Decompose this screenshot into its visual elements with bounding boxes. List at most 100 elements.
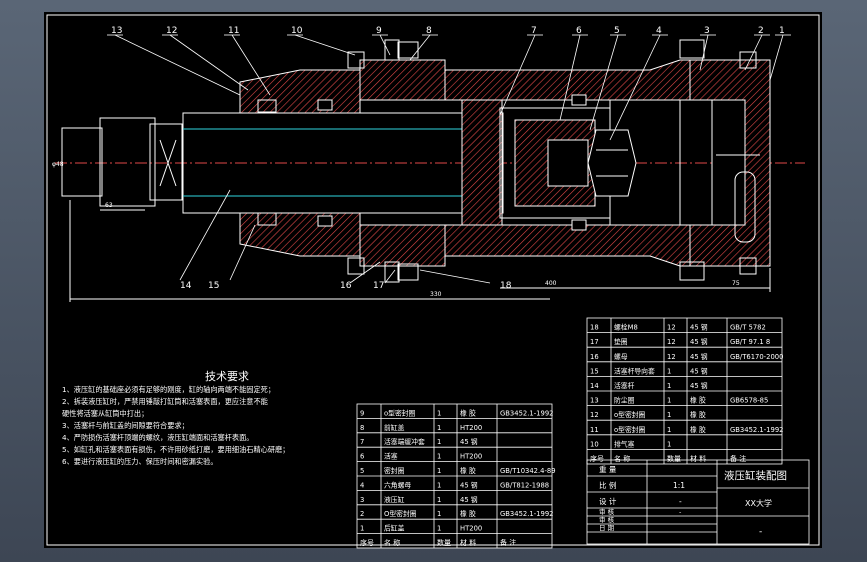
requirement-line: 6、要进行液压缸的压力、保压时间和密漏实验。 — [62, 457, 218, 466]
bom-header-qty: 数量 — [667, 454, 681, 463]
bom-cell-qty: 1 — [437, 424, 441, 432]
oil-port — [734, 171, 756, 243]
sheet-border — [46, 14, 820, 546]
bom-cell-mat: HT200 — [460, 424, 482, 432]
bom-cell-no: 15 — [590, 367, 599, 375]
bom-cell-name: 六角螺母 — [384, 480, 411, 489]
balloon-15: 15 — [208, 281, 219, 291]
bom-cell-no: 13 — [590, 397, 599, 405]
bom-cell-no: 10 — [590, 440, 599, 448]
balloon-9: 9 — [376, 26, 382, 36]
bom-header-no: 序号 — [590, 454, 604, 463]
bolt-top-left — [347, 51, 365, 69]
technical-requirements: 技术要求 1、液压缸的基础座必须有足够的刚度，缸的轴向两端不能固定死； 2、拆装液… — [62, 370, 289, 466]
requirement-line: 2、拆装液压缸时，严禁用锤敲打缸筒和活塞表面，更应注意不能 — [62, 397, 268, 406]
bom-cell-mat: 橡 胶 — [460, 408, 476, 417]
balloon-3: 3 — [704, 26, 710, 36]
dim-mid: 400 — [545, 280, 557, 287]
balloon-13: 13 — [111, 26, 122, 36]
school-name: XX大学 — [745, 498, 772, 508]
bom-cell-no: 5 — [360, 467, 364, 475]
bom-header-mat: 材 料 — [460, 538, 476, 547]
bom-cell-qty: 1 — [437, 525, 441, 533]
balloon-11: 11 — [228, 26, 239, 36]
balloon-4: 4 — [656, 26, 662, 36]
balloon-12: 12 — [166, 26, 177, 36]
front-flange-bottom — [359, 224, 446, 267]
bom-cell-name: 螺母 — [614, 352, 628, 361]
bom-cell-qty: 1 — [667, 382, 671, 390]
bom-cell-name: 活塞端缓冲套 — [384, 437, 425, 446]
bom-cell-name: 液压缸 — [384, 495, 405, 504]
dim-left: 63 — [105, 202, 113, 209]
bom-cell-mat: HT200 — [460, 525, 482, 533]
bom-cell-std: GB/T 97.1 8 — [730, 338, 770, 346]
barrel-bottom — [444, 224, 721, 267]
dim-total: 330 — [430, 291, 442, 298]
bom-cell-mat: 橡 胶 — [690, 396, 706, 405]
bom-cell-mat: 45 钢 — [690, 366, 708, 375]
balloon-6: 6 — [576, 26, 582, 36]
bom-cell-mat: HT200 — [460, 453, 482, 461]
rod-thread-end — [61, 127, 103, 197]
bom-cell-mat: 45 钢 — [690, 323, 708, 332]
bom-cell-qty: 12 — [667, 353, 676, 361]
bom-cell-qty: 1 — [437, 409, 441, 417]
dim-dia: φ48 — [52, 161, 64, 168]
bom-cell-no: 16 — [590, 353, 599, 361]
bom-cell-std: GB3452.1-1992 — [500, 510, 553, 518]
check-value: - — [679, 508, 682, 516]
bom-cell-std: GB6578-85 — [730, 397, 768, 405]
date-label: 日 期 — [599, 524, 615, 532]
flat-cross — [159, 139, 177, 187]
bom-cell-name: 密封圈 — [384, 466, 405, 475]
bom-cell-mat: 45 钢 — [690, 337, 708, 346]
drawing-title: 液压缸装配图 — [724, 469, 787, 482]
bom-cell-mat: 45 钢 — [460, 495, 478, 504]
bom-cell-name: o型密封圈 — [614, 425, 646, 434]
rear-cavity — [711, 99, 746, 226]
requirement-line: 1、液压缸的基础座必须有足够的刚度，缸的轴向两端不能固定死； — [62, 385, 275, 394]
bom-cell-no: 1 — [360, 525, 364, 533]
bom-cell-name: 活塞杆 — [614, 381, 635, 390]
bom-cell-name: o型密封圈 — [614, 410, 646, 419]
requirement-line: 硬性将活塞从缸筒中打出； — [62, 409, 148, 418]
balloon-10: 10 — [291, 26, 303, 36]
bom-cell-qty: 1 — [437, 438, 441, 446]
weight-label: 重 量 — [599, 465, 617, 474]
bom-header-mat: 材 料 — [690, 454, 706, 463]
bom-cell-std: GB/T812-1988 — [500, 481, 549, 489]
bom-cell-no: 18 — [590, 324, 599, 332]
bom-cell-qty: 12 — [667, 324, 676, 332]
bom-cell-qty: 1 — [667, 397, 671, 405]
bom-cell-no: 2 — [360, 510, 364, 518]
rear-cap — [689, 59, 771, 267]
bom-cell-mat: 45 钢 — [690, 352, 708, 361]
bom-cell-std: GB/T6170-2000 — [730, 353, 783, 361]
bom-cell-no: 14 — [590, 382, 599, 390]
bom-cell-qty: 1 — [437, 510, 441, 518]
bom-cell-no: 17 — [590, 338, 599, 346]
balloon-16: 16 — [340, 281, 352, 291]
bom-header-name: 名 称 — [384, 538, 400, 547]
sheet-number: - — [759, 527, 762, 537]
requirements-title: 技术要求 — [205, 370, 249, 383]
bom-cell-name: 螺栓M8 — [614, 323, 638, 332]
front-flange-top — [359, 59, 446, 101]
requirement-line: 3、活塞杆与前缸盖的间隙要符合要求； — [62, 421, 189, 430]
requirement-line: 5、如缸孔和活塞表面有损伤，不许用砂纸打磨，要用细油石精心研磨； — [62, 445, 289, 454]
bom-cell-mat: 橡 胶 — [460, 509, 476, 518]
balloon-5: 5 — [614, 26, 620, 36]
bom-cell-mat: 45 钢 — [460, 437, 478, 446]
bom-cell-qty: 1 — [667, 411, 671, 419]
bom-cell-mat: 橡 胶 — [690, 410, 706, 419]
requirement-line: 4、严防损伤活塞杆顶端的螺纹，液压缸端面和活塞杆表面。 — [62, 433, 253, 442]
bom-cell-qty: 1 — [437, 453, 441, 461]
bom-cell-no: 12 — [590, 411, 599, 419]
bom-cell-qty: 1 — [667, 440, 671, 448]
dim-right: 75 — [732, 280, 740, 287]
bom-cell-std: GB/T 5782 — [730, 324, 766, 332]
bom-cell-name: o型密封圈 — [384, 408, 416, 417]
